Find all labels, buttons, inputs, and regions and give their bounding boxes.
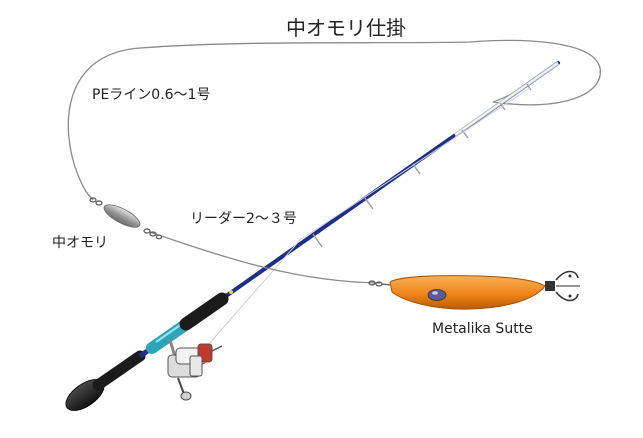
rod-handle <box>65 290 233 411</box>
rod-tip <box>454 61 559 137</box>
swivel-lower <box>143 228 163 240</box>
rod-tip-outline <box>454 61 559 134</box>
lure-body <box>389 275 546 310</box>
hook-keeper <box>229 290 233 294</box>
rod-tip-outline-lower <box>454 64 559 137</box>
squid-jig-hook-icon <box>545 270 580 302</box>
leader-label: リーダー2〜３号 <box>190 211 297 227</box>
rod-guides <box>312 83 532 248</box>
swivel-upper <box>89 197 103 206</box>
main-line-label: PEライン0.6〜1号 <box>92 87 211 103</box>
lure-label: Metalika Sutte <box>432 321 533 337</box>
sinker-label: 中オモリ <box>52 235 108 251</box>
snap-connector <box>368 280 391 287</box>
spinning-reel-icon <box>167 339 223 401</box>
rear-grip <box>92 350 146 391</box>
lure-eye-highlight <box>432 291 438 295</box>
lure-eye-icon <box>427 289 447 301</box>
front-grip <box>179 292 229 331</box>
sinker-weight <box>103 204 141 228</box>
pe-main-line <box>67 39 601 201</box>
diagram-title: 中オモリ仕掛 <box>286 16 406 40</box>
leader-line <box>149 231 381 284</box>
line-reel-to-rod <box>207 87 531 346</box>
